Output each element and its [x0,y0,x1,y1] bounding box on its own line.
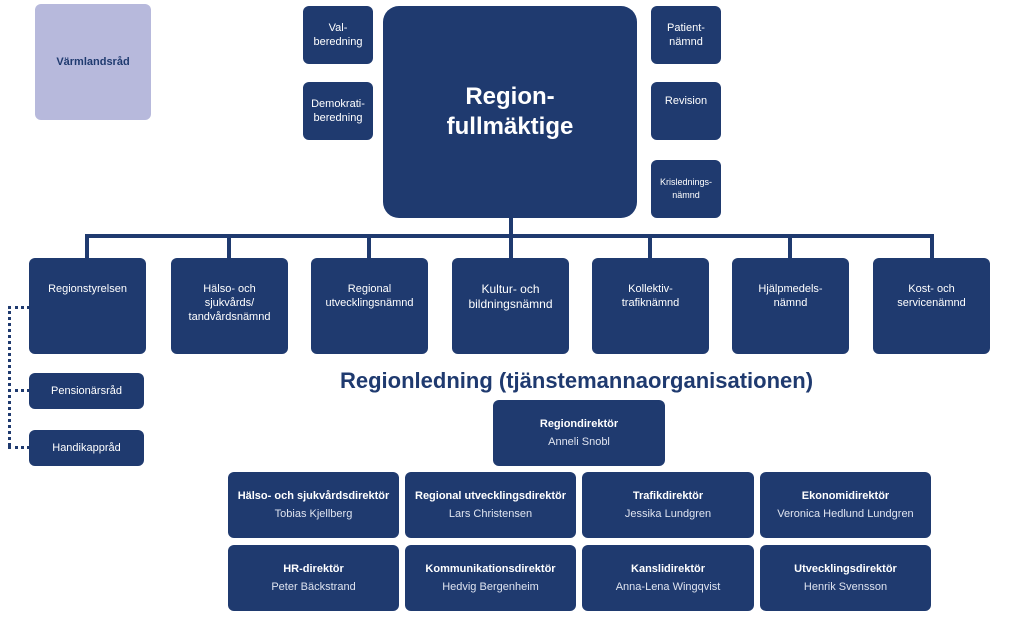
director-name-7: Anna-Lena Wingqvist [615,581,721,593]
committee-box-4: Kultur- och bildningsnämnd [452,258,569,354]
director-box-3: Trafikdirektör Jessika Lundgren [582,472,754,538]
drop-line-5 [648,234,652,260]
handikapprad-label: Handikappråd [52,442,121,454]
director-title-2: Regional utvecklingsdirektör [415,490,566,502]
committee-box-5: Kollektiv- trafiknämnd [592,258,709,354]
director-box-6: Kommunikationsdirektör Hedvig Bergenheim [405,545,576,611]
patientnamnd-label: Patient- nämnd [667,22,705,48]
varmlandsrad-box: Värmlandsråd [35,4,151,120]
director-title-3: Trafikdirektör [632,490,704,502]
committee-label-4: Kultur- och bildningsnämnd [468,282,553,311]
drop-line-3 [367,234,371,260]
director-name-6: Hedvig Bergenheim [442,581,539,593]
committee-box-3: Regional utvecklingsnämnd [311,258,428,354]
director-box-5: HR-direktör Peter Bäckstrand [228,545,399,611]
regiondirektor-box: Regiondirektör Anneli Snobl [493,400,665,466]
krisledningsnamnd-box: Krislednings- nämnd [651,160,721,218]
committee-label-5: Kollektiv- trafiknämnd [621,283,680,309]
committee-label-6: Hjälpmedels- nämnd [758,283,823,309]
director-name-1: Tobias Kjellberg [274,508,353,520]
valberedning-box: Val- beredning [303,6,373,64]
council-dotted-top [8,306,30,309]
committee-box-6: Hjälpmedels- nämnd [732,258,849,354]
director-box-1: Hälso- och sjukvårdsdirektör Tobias Kjel… [228,472,399,538]
regionfullmaktige-label: Region- fullmäktige [446,83,574,140]
director-name-2: Lars Christensen [448,508,533,520]
director-box-4: Ekonomidirektör Veronica Hedlund Lundgre… [760,472,931,538]
valberedning-label: Val- beredning [313,22,363,48]
director-title-5: HR-direktör [283,563,344,575]
committee-box-1: Regionstyrelsen [29,258,146,354]
director-box-8: Utvecklingsdirektör Henrik Svensson [760,545,931,611]
director-title-8: Utvecklingsdirektör [794,563,897,575]
director-box-2: Regional utvecklingsdirektör Lars Christ… [405,472,576,538]
director-title-1: Hälso- och sjukvårdsdirektör [237,490,390,502]
committee-label-3: Regional utvecklingsnämnd [325,283,414,309]
drop-line-7 [930,234,934,260]
director-title-6: Kommunikationsdirektör [425,563,556,575]
drop-line-2 [227,234,231,260]
handikapprad-box: Handikappråd [29,430,144,466]
patientnamnd-box: Patient- nämnd [651,6,721,64]
assembly-stem-line [509,216,513,236]
committee-label-7: Kost- och servicenämnd [897,283,966,309]
committee-box-7: Kost- och servicenämnd [873,258,990,354]
council-dotted-bottom [8,446,30,449]
drop-line-1 [85,234,89,260]
committee-label-1: Regionstyrelsen [48,283,127,295]
revision-label: Revision [664,95,708,107]
pensionarsrad-label: Pensionärsråd [51,385,122,397]
director-name-5: Peter Bäckstrand [271,581,356,593]
regiondirektor-name: Anneli Snobl [548,436,610,448]
council-dotted-mid [8,389,30,392]
director-box-7: Kanslidirektör Anna-Lena Wingqvist [582,545,754,611]
revision-box: Revision [651,82,721,140]
demokratiberedning-label: Demokrati- beredning [311,98,365,124]
drop-line-4 [509,234,513,260]
pensionarsrad-box: Pensionärsråd [29,373,144,409]
council-dotted-vertical [8,306,11,446]
management-heading: Regionledning (tjänstemannaorganisatione… [340,368,814,393]
varmlandsrad-label: Värmlandsråd [56,56,130,68]
director-name-4: Veronica Hedlund Lundgren [777,508,914,520]
committee-box-2: Hälso- och sjukvårds/ tandvårdsnämnd [171,258,288,354]
krisledningsnamnd-label: Krislednings- nämnd [659,177,713,200]
director-name-3: Jessika Lundgren [624,508,712,520]
committee-label-2: Hälso- och sjukvårds/ tandvårdsnämnd [188,283,271,323]
regionfullmaktige-box: Region- fullmäktige [383,6,637,218]
director-title-7: Kanslidirektör [631,563,705,575]
demokratiberedning-box: Demokrati- beredning [303,82,373,140]
drop-line-6 [788,234,792,260]
director-title-4: Ekonomidirektör [801,490,890,502]
regiondirektor-title: Regiondirektör [539,418,619,430]
director-name-8: Henrik Svensson [803,581,888,593]
